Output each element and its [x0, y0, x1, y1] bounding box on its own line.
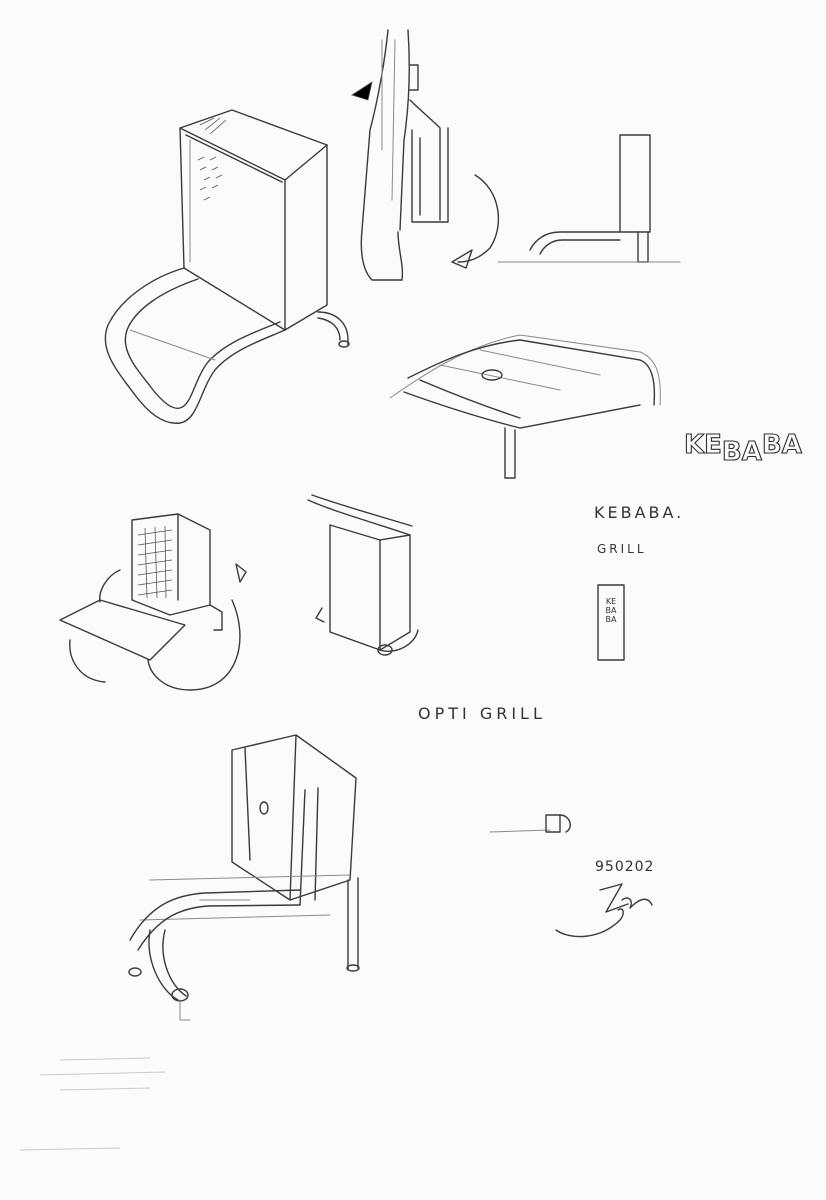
sketch-grill-upright	[104, 109, 350, 424]
sketch-side-profile	[497, 134, 681, 263]
logo-part-ba-1: BA	[721, 436, 762, 467]
sketch-person-pedal	[351, 29, 500, 281]
handwritten-product: GRILL	[597, 542, 647, 556]
paper-bleed-through	[19, 1057, 166, 1151]
sketch-box-grill-frame	[128, 734, 360, 1021]
sketch-logo-stick	[597, 584, 625, 661]
sketch-flat-base	[389, 334, 661, 479]
stick-label-line-1: KE	[605, 597, 617, 606]
signature-scribble-icon	[555, 883, 653, 938]
stick-label-line-2: BA	[605, 606, 617, 615]
handwritten-name: KEBABA.	[594, 503, 685, 522]
caption-opti-grill: OPTI GRILL	[418, 704, 546, 723]
kebaba-logo: KEBABA	[683, 429, 802, 467]
logo-part-ke: KE	[683, 429, 722, 460]
stick-label: KE BA BA	[601, 597, 621, 624]
stick-label-line-3: BA	[605, 615, 617, 624]
sketch-side-detail	[489, 814, 571, 833]
date-code: 950202	[595, 859, 655, 875]
sketch-folding-tray	[59, 513, 247, 691]
sketch-compact-grill	[307, 494, 419, 656]
logo-part-ba-2: BA	[761, 429, 802, 460]
